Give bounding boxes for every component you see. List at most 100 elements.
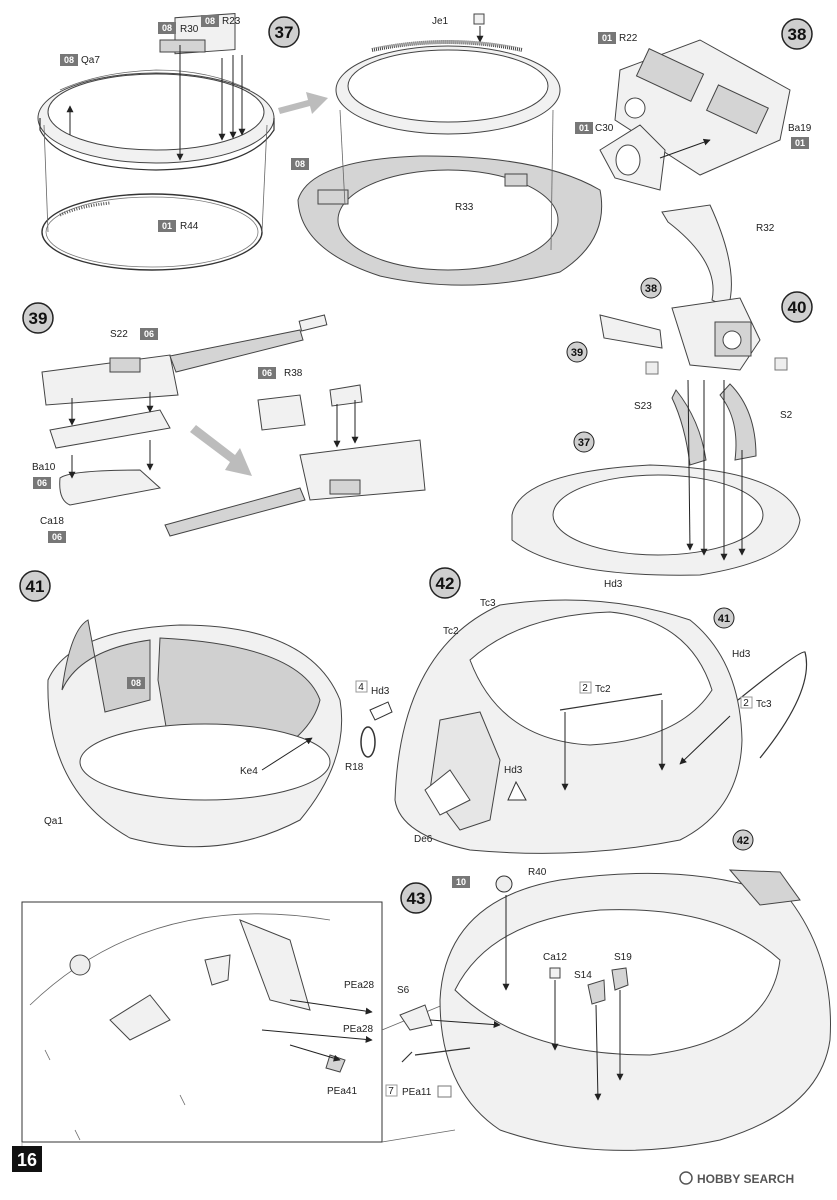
shield-note-icon [645, 361, 659, 375]
repeat-x7: 7 [388, 1086, 394, 1097]
step-39-number: 39 [29, 309, 48, 328]
ref-42-number: 42 [737, 835, 749, 847]
part-r22-label: R22 [619, 33, 638, 44]
step-42-badge [429, 567, 461, 599]
ring-r44-drawing [41, 193, 263, 271]
part-tc2-top-label: Tc2 [443, 626, 459, 637]
part-ba19-label: Ba19 [788, 123, 812, 134]
ref-42-badge [732, 829, 754, 851]
turret-ring-r33-drawing [297, 40, 603, 286]
part-tc3-top-label: Tc3 [480, 598, 496, 609]
step-42-number: 42 [436, 574, 455, 593]
part-r32-label: R32 [756, 223, 775, 234]
sprue-tag [158, 22, 176, 34]
step-37-number: 37 [275, 23, 294, 42]
part-r23-label: R23 [222, 16, 241, 27]
sprue-08-r23: 08 [205, 16, 215, 26]
part-pea28-top-label: PEa28 [344, 980, 374, 991]
part-r44-label: R44 [180, 221, 199, 232]
page-number-box [12, 1146, 42, 1172]
repeat-mark [740, 696, 753, 709]
step-40-number: 40 [788, 298, 807, 317]
flow-arrow [190, 425, 252, 476]
part-s2-label: S2 [780, 410, 793, 421]
step-40-badge [781, 291, 813, 323]
shield-r32-drawing [661, 204, 732, 309]
sprue-tag [127, 677, 145, 689]
step-38: 38 01 R22 01 C30 Ba19 01 [575, 18, 813, 191]
sprue-tag [60, 54, 78, 66]
part-qa7-label: Qa7 [81, 55, 100, 66]
part-hd3-right-label: Hd3 [732, 649, 751, 660]
mantlet-r22-drawing [599, 39, 791, 191]
repeat-x4: 4 [358, 682, 364, 693]
sprue-tag [791, 137, 809, 149]
sprue-08-r30: 08 [162, 23, 172, 33]
step-41: 41 08 Ke4 Qa1 [19, 570, 343, 848]
page-number: 16 [17, 1150, 37, 1170]
sprue-06-s22: 06 [144, 329, 154, 339]
step-37: 37 08 R30 08 R23 08 Qa7 [37, 13, 603, 286]
sprue-01-c30: 01 [579, 123, 589, 133]
sprue-tag [598, 32, 616, 44]
repeat-mark [355, 680, 368, 693]
watermark-logo-icon [679, 1171, 693, 1185]
gun-assembly-drawing [164, 384, 426, 537]
turret-ring-assembly-drawing [511, 464, 801, 576]
part-de6-label: De6 [414, 834, 433, 845]
watermark-text: HOBBY SEARCH [697, 1172, 794, 1186]
ref-39-badge [566, 341, 588, 363]
sprue-01-r22: 01 [602, 33, 612, 43]
sprue-08-qa1: 08 [131, 678, 141, 688]
sprue-08-qa7: 08 [64, 55, 74, 65]
flow-arrow [278, 92, 328, 114]
step-43: PEa28 PEa28 PEa41 43 42 10 R40 Ca12 S14 … [21, 829, 831, 1151]
part-qa1-label: Qa1 [44, 816, 63, 827]
part-s14-label: S14 [574, 970, 592, 981]
photo-etch-icon [437, 1085, 452, 1098]
part-ca18-label: Ca18 [40, 516, 64, 527]
step-37-badge [268, 16, 300, 48]
part-r40-label: R40 [528, 867, 547, 878]
step-41-badge [19, 570, 51, 602]
step-41-number: 41 [26, 577, 45, 596]
part-tc2-mid-label: Tc2 [595, 684, 611, 695]
sprue-10-r40: 10 [456, 877, 466, 887]
ref-41-badge [713, 607, 735, 629]
sprue-tag [33, 477, 51, 489]
ref-38-badge [640, 277, 662, 299]
part-ke4-label: Ke4 [240, 766, 258, 777]
sprue-tag [158, 220, 176, 232]
turret-shell-step43-drawing [439, 869, 831, 1151]
part-s6-label: S6 [397, 985, 410, 996]
ref-37-number: 37 [578, 437, 590, 449]
detail-inset [21, 901, 383, 1143]
part-r18-label: R18 [345, 762, 364, 773]
step-38-number: 38 [788, 25, 807, 44]
part-r38-label: R38 [284, 368, 303, 379]
part-r33-label: R33 [455, 202, 474, 213]
part-s19-label: S19 [614, 952, 632, 963]
step-40: 40 R32 38 39 S23 S2 37 [511, 204, 813, 576]
sprue-tag [140, 328, 158, 340]
sprue-tag [291, 158, 309, 170]
gun-s22-drawing [41, 314, 328, 406]
step-39: 39 S22 06 Ba10 06 Ca18 06 06 R38 [22, 302, 426, 543]
repeat-x2-tc2: 2 [582, 683, 588, 694]
sprue-01-ba19: 01 [795, 138, 805, 148]
part-s23-label: S23 [634, 401, 652, 412]
sprue-tag [48, 531, 66, 543]
step-39-badge [22, 302, 54, 334]
ref-41-number: 41 [718, 613, 730, 625]
part-hd3-top-label: Hd3 [604, 579, 623, 590]
part-hd3-left-label: Hd3 [371, 686, 390, 697]
part-hd3-low-label: Hd3 [504, 765, 523, 776]
sprue-tag [575, 122, 593, 134]
ref-37-badge [573, 431, 595, 453]
part-s22-label: S22 [110, 329, 128, 340]
ref-38-number: 38 [645, 283, 657, 295]
cradle-ba10-drawing [49, 409, 171, 506]
sprue-08-r33: 08 [295, 159, 305, 169]
side-plates-drawing [671, 383, 757, 466]
